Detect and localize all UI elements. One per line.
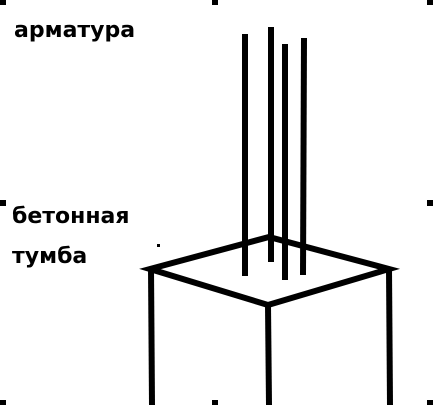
- rebar-rod-4: [300, 37, 307, 276]
- crop-mark-top-center: [212, 0, 218, 5]
- stray-dot: [157, 244, 160, 247]
- concrete-pedestal: [139, 233, 401, 405]
- pedestal-edge-right: [386, 268, 393, 405]
- pedestal-label-line2: тумба: [12, 244, 88, 269]
- rebar-label: арматура: [14, 18, 136, 43]
- crop-mark-top-right: [427, 0, 433, 5]
- pedestal-edge-front: [265, 304, 272, 405]
- crop-mark-bottom-center: [212, 400, 218, 405]
- pedestal-edge-left: [148, 268, 155, 405]
- crop-mark-top-left: [0, 0, 6, 5]
- crop-mark-middle-right: [427, 200, 433, 206]
- pedestal-label-line1: бетонная: [12, 204, 130, 229]
- rebar-rods: [242, 27, 307, 280]
- crop-mark-bottom-left: [0, 400, 6, 405]
- crop-mark-middle-left: [0, 200, 6, 206]
- crop-mark-bottom-right: [427, 400, 433, 405]
